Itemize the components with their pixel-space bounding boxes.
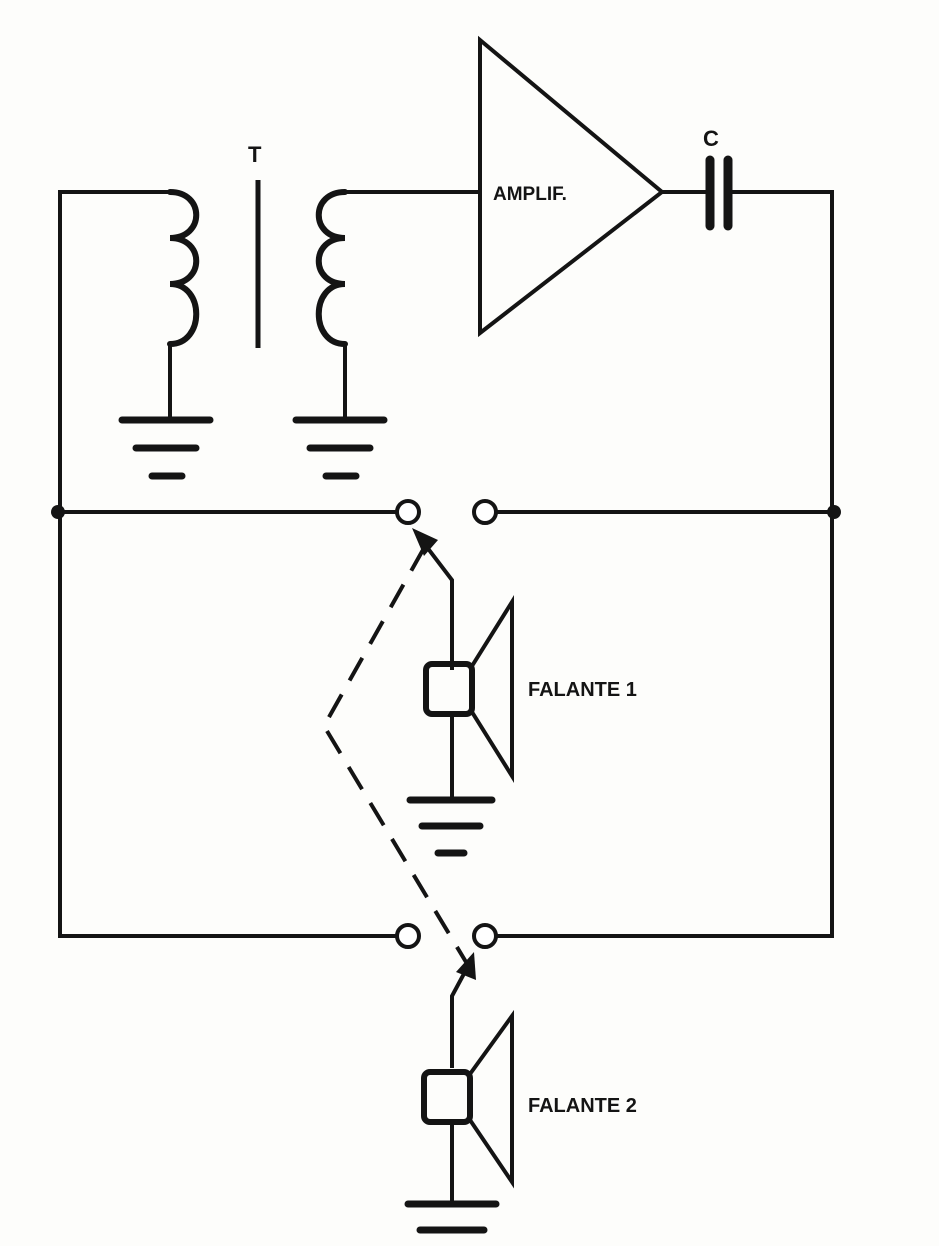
junction-node-left — [51, 505, 65, 519]
speaker-1 — [423, 595, 514, 800]
ground-symbol-secondary — [292, 416, 388, 480]
transformer-primary-winding — [58, 189, 200, 420]
switch-terminal-upper-left — [395, 499, 421, 525]
speaker-1-label: FALANTE 1 — [528, 679, 637, 701]
switch-linkage-dashed — [321, 547, 468, 964]
right-rail-wire — [496, 190, 834, 938]
switch-terminal-upper-right — [472, 499, 498, 525]
switch-terminal-lower-left — [395, 923, 421, 949]
amplifier-triangle — [478, 35, 666, 338]
left-rail-wire — [58, 190, 398, 938]
junction-node-right — [827, 505, 841, 519]
ground-symbol-speaker-2 — [404, 1200, 500, 1234]
transformer-label: T — [248, 142, 262, 167]
transformer-secondary-winding — [315, 189, 482, 420]
amplifier-label: AMPLIF. — [493, 184, 567, 205]
speaker-2 — [421, 1009, 514, 1202]
switch-arm-1 — [412, 528, 454, 670]
switch-arm-2 — [450, 952, 476, 1068]
ground-symbol-primary — [118, 416, 214, 480]
speaker-2-label: FALANTE 2 — [528, 1095, 637, 1117]
ground-symbol-speaker-1 — [406, 796, 496, 857]
capacitor — [660, 155, 834, 231]
switch-terminal-lower-right — [472, 923, 498, 949]
capacitor-label: C — [703, 126, 719, 151]
